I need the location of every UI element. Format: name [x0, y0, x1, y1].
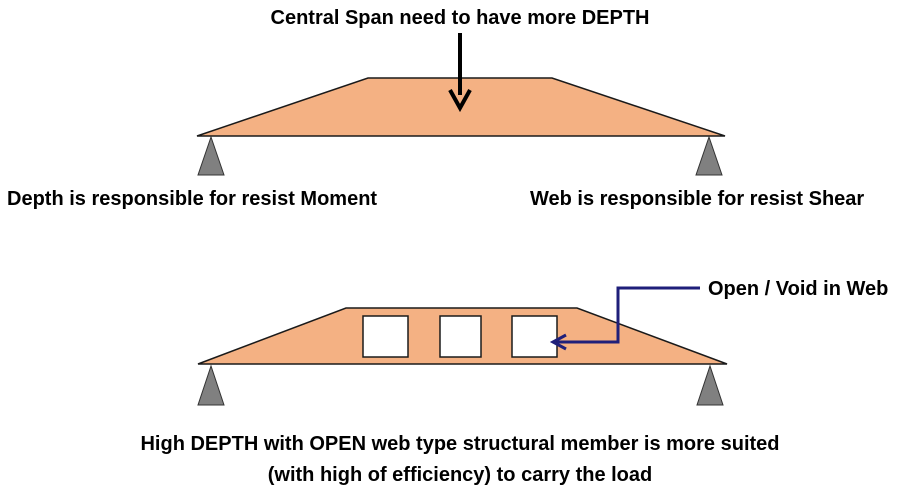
void-leader-arrow	[549, 286, 700, 351]
right-support-top	[695, 135, 723, 176]
caption-line-1: High DEPTH with OPEN web type structural…	[140, 433, 780, 455]
left-support-top	[197, 135, 225, 176]
void-label: Open / Void in Web	[708, 278, 889, 300]
left-support-bottom	[197, 364, 225, 406]
web-void-2	[439, 315, 482, 358]
load-arrow	[448, 33, 472, 113]
right-support-bottom	[696, 364, 724, 406]
web-void-3	[511, 315, 558, 358]
moment-label: Depth is responsible for resist Moment	[7, 188, 378, 210]
shear-label: Web is responsible for resist Shear	[530, 188, 865, 210]
caption-line-2: (with high of efficiency) to carry the l…	[267, 464, 653, 486]
central-span-title: Central Span need to have more DEPTH	[270, 7, 650, 29]
web-void-1	[362, 315, 409, 358]
